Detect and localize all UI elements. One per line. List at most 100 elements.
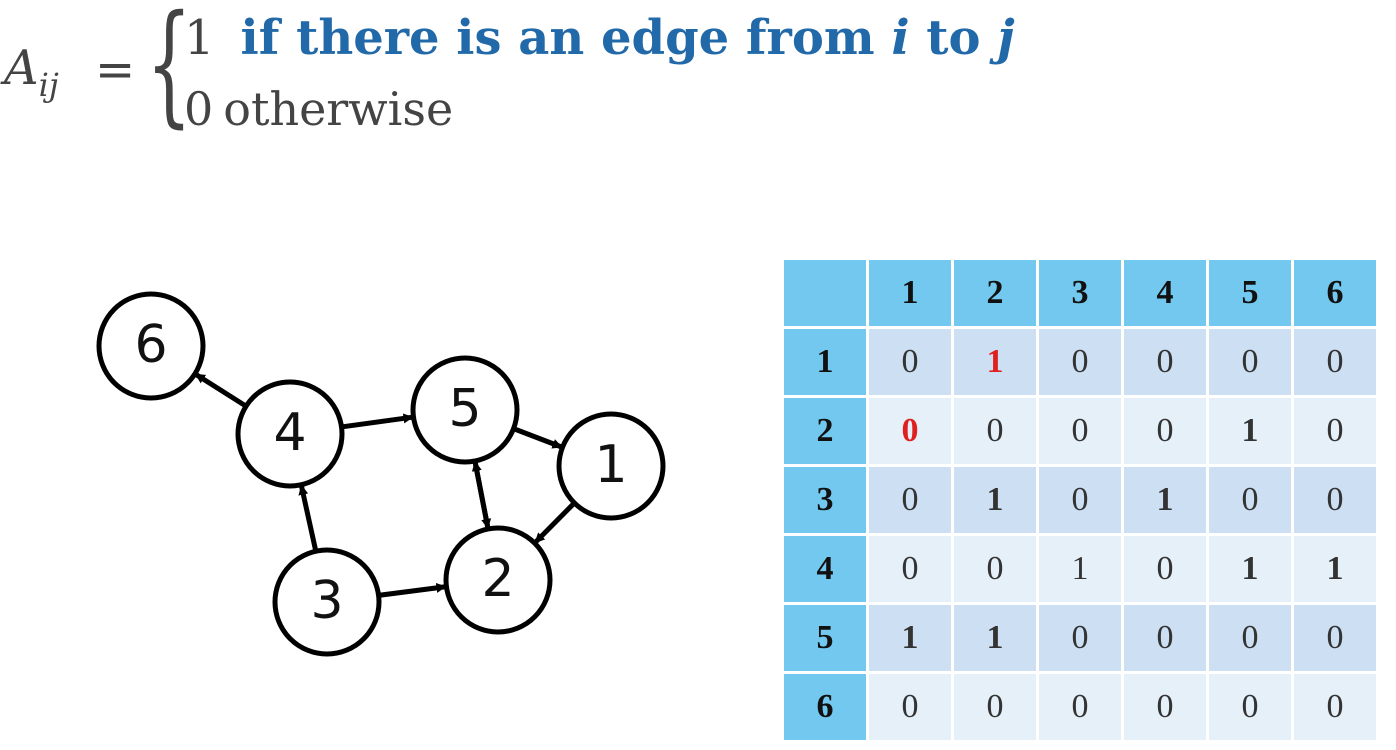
matrix-row-header: 6: [784, 674, 866, 740]
graph-nodes: 6 4 5 1 3 2: [96, 291, 666, 657]
matrix-cell: 1: [1209, 536, 1291, 602]
formula-lhs-subscript: ij: [38, 66, 59, 104]
graph-node-6: 6: [96, 291, 206, 401]
directed-graph: 6 4 5 1 3 2: [96, 291, 666, 657]
matrix-cell: 0: [1294, 605, 1376, 671]
matrix-cell: 0: [1124, 329, 1206, 395]
node-label: 1: [594, 435, 627, 495]
formula-case-edge-value: 1: [184, 10, 215, 66]
matrix-cell: 0: [1209, 329, 1291, 395]
matrix-cell: 0: [1039, 674, 1121, 740]
matrix-cell: 0: [1124, 674, 1206, 740]
matrix-cell: 1: [1294, 536, 1376, 602]
matrix-cell: 0: [869, 398, 951, 464]
matrix-cell: 1: [1124, 467, 1206, 533]
matrix-row-header: 1: [784, 329, 866, 395]
matrix-row-header: 4: [784, 536, 866, 602]
formula-brace: {: [146, 0, 193, 141]
matrix-cell: 0: [1124, 536, 1206, 602]
matrix-cell: 0: [1039, 467, 1121, 533]
matrix-cell: 0: [1209, 674, 1291, 740]
matrix-cell: 0: [869, 467, 951, 533]
matrix-cell: 0: [1039, 329, 1121, 395]
edge-3-to-2: [378, 582, 447, 598]
matrix-column-header: 4: [1124, 260, 1206, 326]
formula-lhs: Aij: [4, 40, 59, 104]
matrix-row-header: 3: [784, 467, 866, 533]
matrix-cell: 1: [1209, 398, 1291, 464]
graph-node-3: 3: [272, 547, 382, 657]
matrix-column-header: 1: [869, 260, 951, 326]
formula-case-otherwise-value: 0: [184, 82, 214, 136]
matrix-cell: 0: [1294, 329, 1376, 395]
edge-1-to-2: [533, 501, 577, 545]
edge-3-to-4: [298, 484, 319, 552]
matrix-cell: 0: [869, 329, 951, 395]
graph-node-5: 5: [410, 355, 520, 465]
formula-lhs-base: A: [4, 40, 39, 96]
matrix-cell: 0: [1124, 398, 1206, 464]
matrix-cell: 0: [954, 674, 1036, 740]
matrix-row-header: 2: [784, 398, 866, 464]
formula-var-j: j: [997, 10, 1015, 66]
node-label: 3: [310, 571, 343, 631]
matrix-column-header: 6: [1294, 260, 1376, 326]
matrix-row-header: 5: [784, 605, 866, 671]
node-circle: [410, 355, 520, 465]
matrix-cell: 0: [954, 398, 1036, 464]
matrix-cell: 0: [1039, 605, 1121, 671]
matrix-column-header: 3: [1039, 260, 1121, 326]
graph-node-1: 1: [556, 411, 666, 521]
node-circle: [96, 291, 206, 401]
graph-node-4: 4: [235, 379, 345, 489]
node-label: 5: [448, 379, 481, 439]
formula-equals: =: [95, 42, 136, 98]
node-circle: [235, 379, 345, 489]
edge-4-to-6: [194, 372, 248, 409]
matrix-cell: 0: [1124, 605, 1206, 671]
graph-edges: [194, 372, 577, 598]
matrix-header-row: 1 2 3 4 5 6: [784, 260, 1376, 326]
edge-5-to-1: [512, 426, 563, 450]
matrix-cell: 0: [1209, 467, 1291, 533]
matrix-corner-cell: [784, 260, 866, 326]
node-circle: [556, 411, 666, 521]
node-label: 4: [273, 403, 306, 463]
matrix-cell: 0: [869, 536, 951, 602]
matrix-cell: 1: [954, 467, 1036, 533]
matrix-cell: 0: [1039, 398, 1121, 464]
formula-to: to: [926, 10, 981, 66]
formula-var-i: i: [891, 10, 910, 66]
edge-4-to-5: [341, 413, 414, 430]
formula-case-edge-text: if there is an edge from: [240, 10, 875, 66]
matrix-column-header: 2: [954, 260, 1036, 326]
matrix-cell: 1: [954, 329, 1036, 395]
node-label: 2: [481, 549, 514, 609]
matrix-cell: 0: [1294, 398, 1376, 464]
graph-node-2: 2: [443, 525, 553, 635]
matrix-column-header: 5: [1209, 260, 1291, 326]
node-circle: [443, 525, 553, 635]
matrix-cell: 1: [869, 605, 951, 671]
edge-2-to-5: [471, 461, 491, 530]
matrix-cell: 0: [869, 674, 951, 740]
formula-case-otherwise-text: otherwise: [223, 82, 454, 136]
matrix-cell: 0: [954, 536, 1036, 602]
matrix-cell: 0: [1294, 467, 1376, 533]
matrix-cell: 0: [1294, 674, 1376, 740]
matrix-cell: 1: [1039, 536, 1121, 602]
matrix-cell: 1: [954, 605, 1036, 671]
node-circle: [272, 547, 382, 657]
node-label: 6: [134, 315, 167, 375]
